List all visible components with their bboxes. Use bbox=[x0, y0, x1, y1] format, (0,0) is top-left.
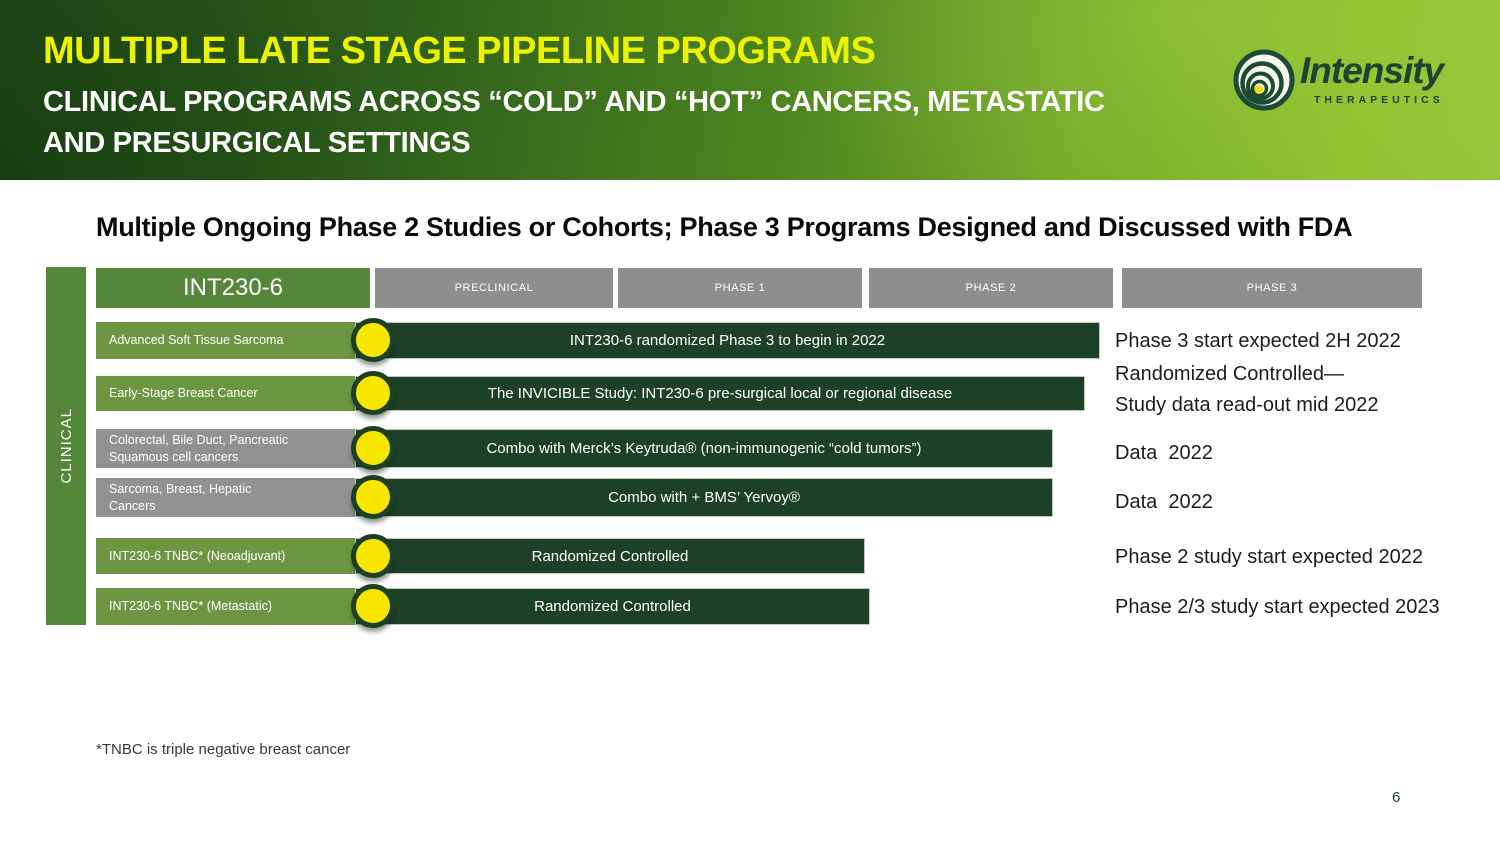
milestone-dot-icon bbox=[351, 318, 395, 362]
milestone-dot-icon bbox=[351, 534, 395, 578]
slide-subtitle: CLINICAL PROGRAMS ACROSS “COLD” AND “HOT… bbox=[43, 86, 1105, 159]
slide-title: MULTIPLE LATE STAGE PIPELINE PROGRAMS bbox=[43, 30, 876, 72]
logo-wordmark: Intensity bbox=[1300, 50, 1444, 91]
stage-header-preclinical: PRECLINICAL bbox=[375, 268, 613, 308]
progress-bar: The INVICIBLE Study: INT230-6 pre-surgic… bbox=[355, 376, 1085, 411]
stage-header-phase2: PHASE 2 bbox=[869, 268, 1113, 308]
stage-header-phase3: PHASE 3 bbox=[1122, 268, 1422, 308]
row-annotation: Data 2022 bbox=[1115, 442, 1213, 464]
header-banner: MULTIPLE LATE STAGE PIPELINE PROGRAMS CL… bbox=[0, 0, 1500, 180]
progress-bar: Combo with + BMS’ Yervoy® bbox=[355, 478, 1053, 517]
slide-heading: Multiple Ongoing Phase 2 Studies or Coho… bbox=[96, 212, 1353, 242]
row-label: Sarcoma, Breast, Hepatic Cancers bbox=[96, 478, 355, 517]
row-annotation: Randomized Controlled— Study data read-o… bbox=[1115, 363, 1379, 416]
row-label: Colorectal, Bile Duct, Pancreatic Squamo… bbox=[96, 429, 355, 468]
page-number: 6 bbox=[1392, 789, 1401, 806]
row-annotation: Phase 2 study start expected 2022 bbox=[1115, 546, 1423, 568]
row-annotation: Data 2022 bbox=[1115, 491, 1213, 513]
logo-tagline: THERAPEUTICS bbox=[1314, 94, 1444, 106]
milestone-dot-icon bbox=[351, 584, 395, 628]
company-logo: Intensity THERAPEUTICS bbox=[1232, 48, 1462, 118]
progress-bar: INT230-6 randomized Phase 3 to begin in … bbox=[355, 322, 1100, 359]
clinical-sidebar-label: CLINICAL bbox=[57, 408, 75, 484]
row-label: INT230-6 TNBC* (Neoadjuvant) bbox=[96, 538, 355, 574]
row-label: INT230-6 TNBC* (Metastatic) bbox=[96, 588, 355, 625]
milestone-dot-icon bbox=[351, 475, 395, 519]
row-annotation: Phase 3 start expected 2H 2022 bbox=[1115, 330, 1401, 352]
row-annotation: Phase 2/3 study start expected 2023 bbox=[1115, 596, 1440, 618]
row-label: Early-Stage Breast Cancer bbox=[96, 376, 355, 411]
row-label: Advanced Soft Tissue Sarcoma bbox=[96, 322, 355, 359]
progress-bar: Combo with Merck’s Keytruda® (non-immuno… bbox=[355, 429, 1053, 468]
progress-bar: Randomized Controlled bbox=[355, 538, 865, 574]
milestone-dot-icon bbox=[351, 371, 395, 415]
clinical-sidebar: CLINICAL bbox=[46, 267, 86, 625]
footnote: *TNBC is triple negative breast cancer bbox=[96, 741, 351, 758]
stage-header-phase1: PHASE 1 bbox=[618, 268, 862, 308]
progress-bar: Randomized Controlled bbox=[355, 588, 870, 625]
milestone-dot-icon bbox=[351, 426, 395, 470]
drug-header-cell: INT230-6 bbox=[96, 268, 370, 308]
